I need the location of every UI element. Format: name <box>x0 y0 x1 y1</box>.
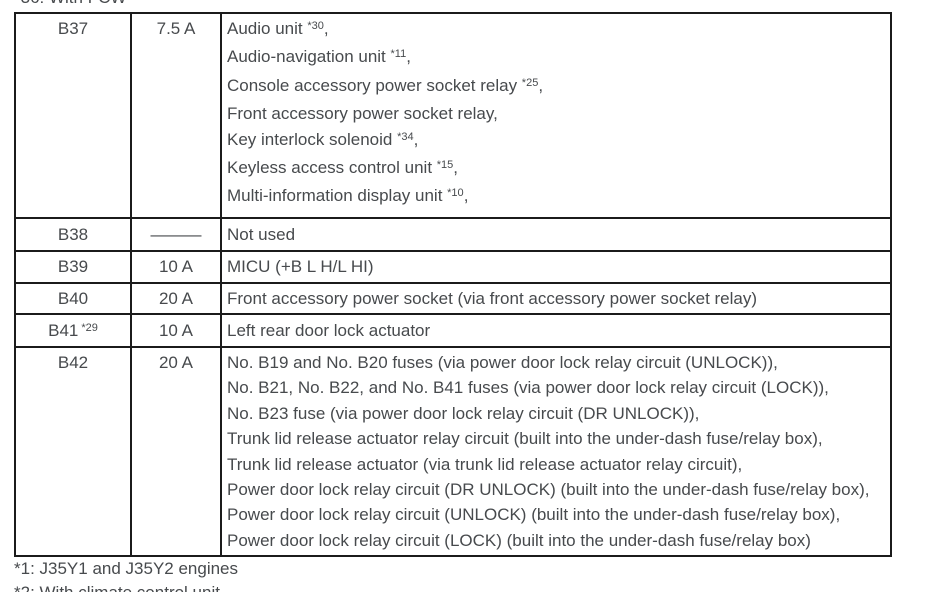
fuse-row: B37 7.5 A Audio unit *30, Audio-navigation … <box>14 12 892 219</box>
fuse-row: B41*29 10 A Left rear door lock actuator <box>14 313 892 348</box>
circuit-footnote-ref: *30 <box>307 20 324 32</box>
circuits-cell: Front accessory power socket (via front … <box>222 284 890 313</box>
circuit-line: Multi-information display unit *10, <box>227 186 469 206</box>
amperage-value: 20 A <box>158 353 194 372</box>
fuse-label: B38 <box>57 224 89 244</box>
circuit-line: No. B19 and No. B20 fuses (via power doo… <box>227 353 778 372</box>
amperage-value: ——— <box>150 224 202 244</box>
fuse-cell: B39 <box>16 252 132 282</box>
fuse-cell: B37 <box>16 14 132 217</box>
amperage-value: 10 A <box>158 257 194 276</box>
circuit-line: Audio unit *30, <box>227 19 329 38</box>
fuse-cell: B42 <box>16 348 132 555</box>
circuits-cell: MICU (+B L H/L HI) <box>222 252 890 282</box>
fuse-label: B41*29 <box>48 320 98 340</box>
circuit-line: No. B23 fuse (via power door lock relay … <box>227 403 700 423</box>
clipped-footnote-top: *36: With FCW <box>14 0 126 8</box>
fuse-row: B40 20 A Front accessory power socket (via… <box>14 282 892 315</box>
circuits-cell: No. B19 and No. B20 fuses (via power doo… <box>222 348 890 555</box>
amperage-cell: 10 A <box>132 252 222 282</box>
circuit-line: Power door lock relay circuit (UNLOCK) (… <box>227 505 841 525</box>
footnotes: *1: J35Y1 and J35Y2 engines *2: With cli… <box>14 557 238 592</box>
circuit-line: Power door lock relay circuit (DR UNLOCK… <box>227 480 870 500</box>
circuit-footnote-ref: *10 <box>447 187 464 200</box>
circuit-line: Front accessory power socket relay, <box>227 104 498 124</box>
fuse-label: B42 <box>57 353 89 372</box>
fuse-label: B40 <box>57 288 89 308</box>
circuit-footnote-ref: *11 <box>390 48 407 61</box>
fuse-row: B39 10 A MICU (+B L H/L HI) <box>14 250 892 284</box>
circuits-cell: Not used <box>222 219 890 250</box>
fuse-cell: B40 <box>16 284 132 313</box>
circuit-line: Navigation switch panel *11 <box>227 212 890 217</box>
amperage-value: 7.5 A <box>156 19 196 38</box>
circuit-line: Audio-navigation unit *11, <box>227 47 411 67</box>
fuse-cell: B41*29 <box>16 315 132 346</box>
amperage-value: 20 A <box>158 288 194 308</box>
circuit-line: Console accessory power socket relay *25… <box>227 75 544 95</box>
amperage-cell: 20 A <box>132 348 222 555</box>
amperage-cell: 7.5 A <box>132 14 222 217</box>
fuse-row: B42 20 A No. B19 and No. B20 fuses (via po… <box>14 346 892 557</box>
circuit-line: Trunk lid release actuator (via trunk li… <box>227 454 743 474</box>
fuse-table: B37 7.5 A Audio unit *30, Audio-navigation … <box>14 12 892 557</box>
fuse-row: B38 ——— Not used <box>14 217 892 252</box>
circuit-footnote-ref: *34 <box>397 130 414 143</box>
circuit-line: Trunk lid release actuator relay circuit… <box>227 429 823 449</box>
amperage-value: 10 A <box>158 320 194 340</box>
footnote-1: *1: J35Y1 and J35Y2 engines <box>14 559 239 578</box>
circuit-line: Front accessory power socket (via front … <box>227 288 758 308</box>
circuit-line: No. B21, No. B22, and No. B41 fuses (via… <box>227 378 829 398</box>
fuse-label: B37 <box>57 19 89 38</box>
circuit-line: Left rear door lock actuator <box>227 320 431 340</box>
amperage-cell: 10 A <box>132 315 222 346</box>
circuits-cell: Left rear door lock actuator <box>222 315 890 346</box>
amperage-cell: ——— <box>132 219 222 250</box>
circuit-line: Not used <box>227 224 296 244</box>
circuit-line: Power door lock relay circuit (LOCK) (bu… <box>227 530 811 550</box>
circuits-cell: Audio unit *30, Audio-navigation unit *11… <box>222 14 890 217</box>
circuit-line: Keyless access control unit *15, <box>227 158 459 178</box>
fuse-footnote-ref: *29 <box>81 321 98 334</box>
footnote-2: *2: With climate control unit <box>14 581 238 592</box>
fuse-label: B39 <box>57 257 89 276</box>
circuit-line: Key interlock solenoid *34, <box>227 129 419 149</box>
circuit-footnote-ref: *11 <box>410 216 426 217</box>
circuit-footnote-ref: *25 <box>521 76 539 89</box>
circuit-footnote-ref: *15 <box>436 159 454 172</box>
amperage-cell: 20 A <box>132 284 222 313</box>
fuse-cell: B38 <box>16 219 132 250</box>
circuit-line: MICU (+B L H/L HI) <box>227 257 374 276</box>
